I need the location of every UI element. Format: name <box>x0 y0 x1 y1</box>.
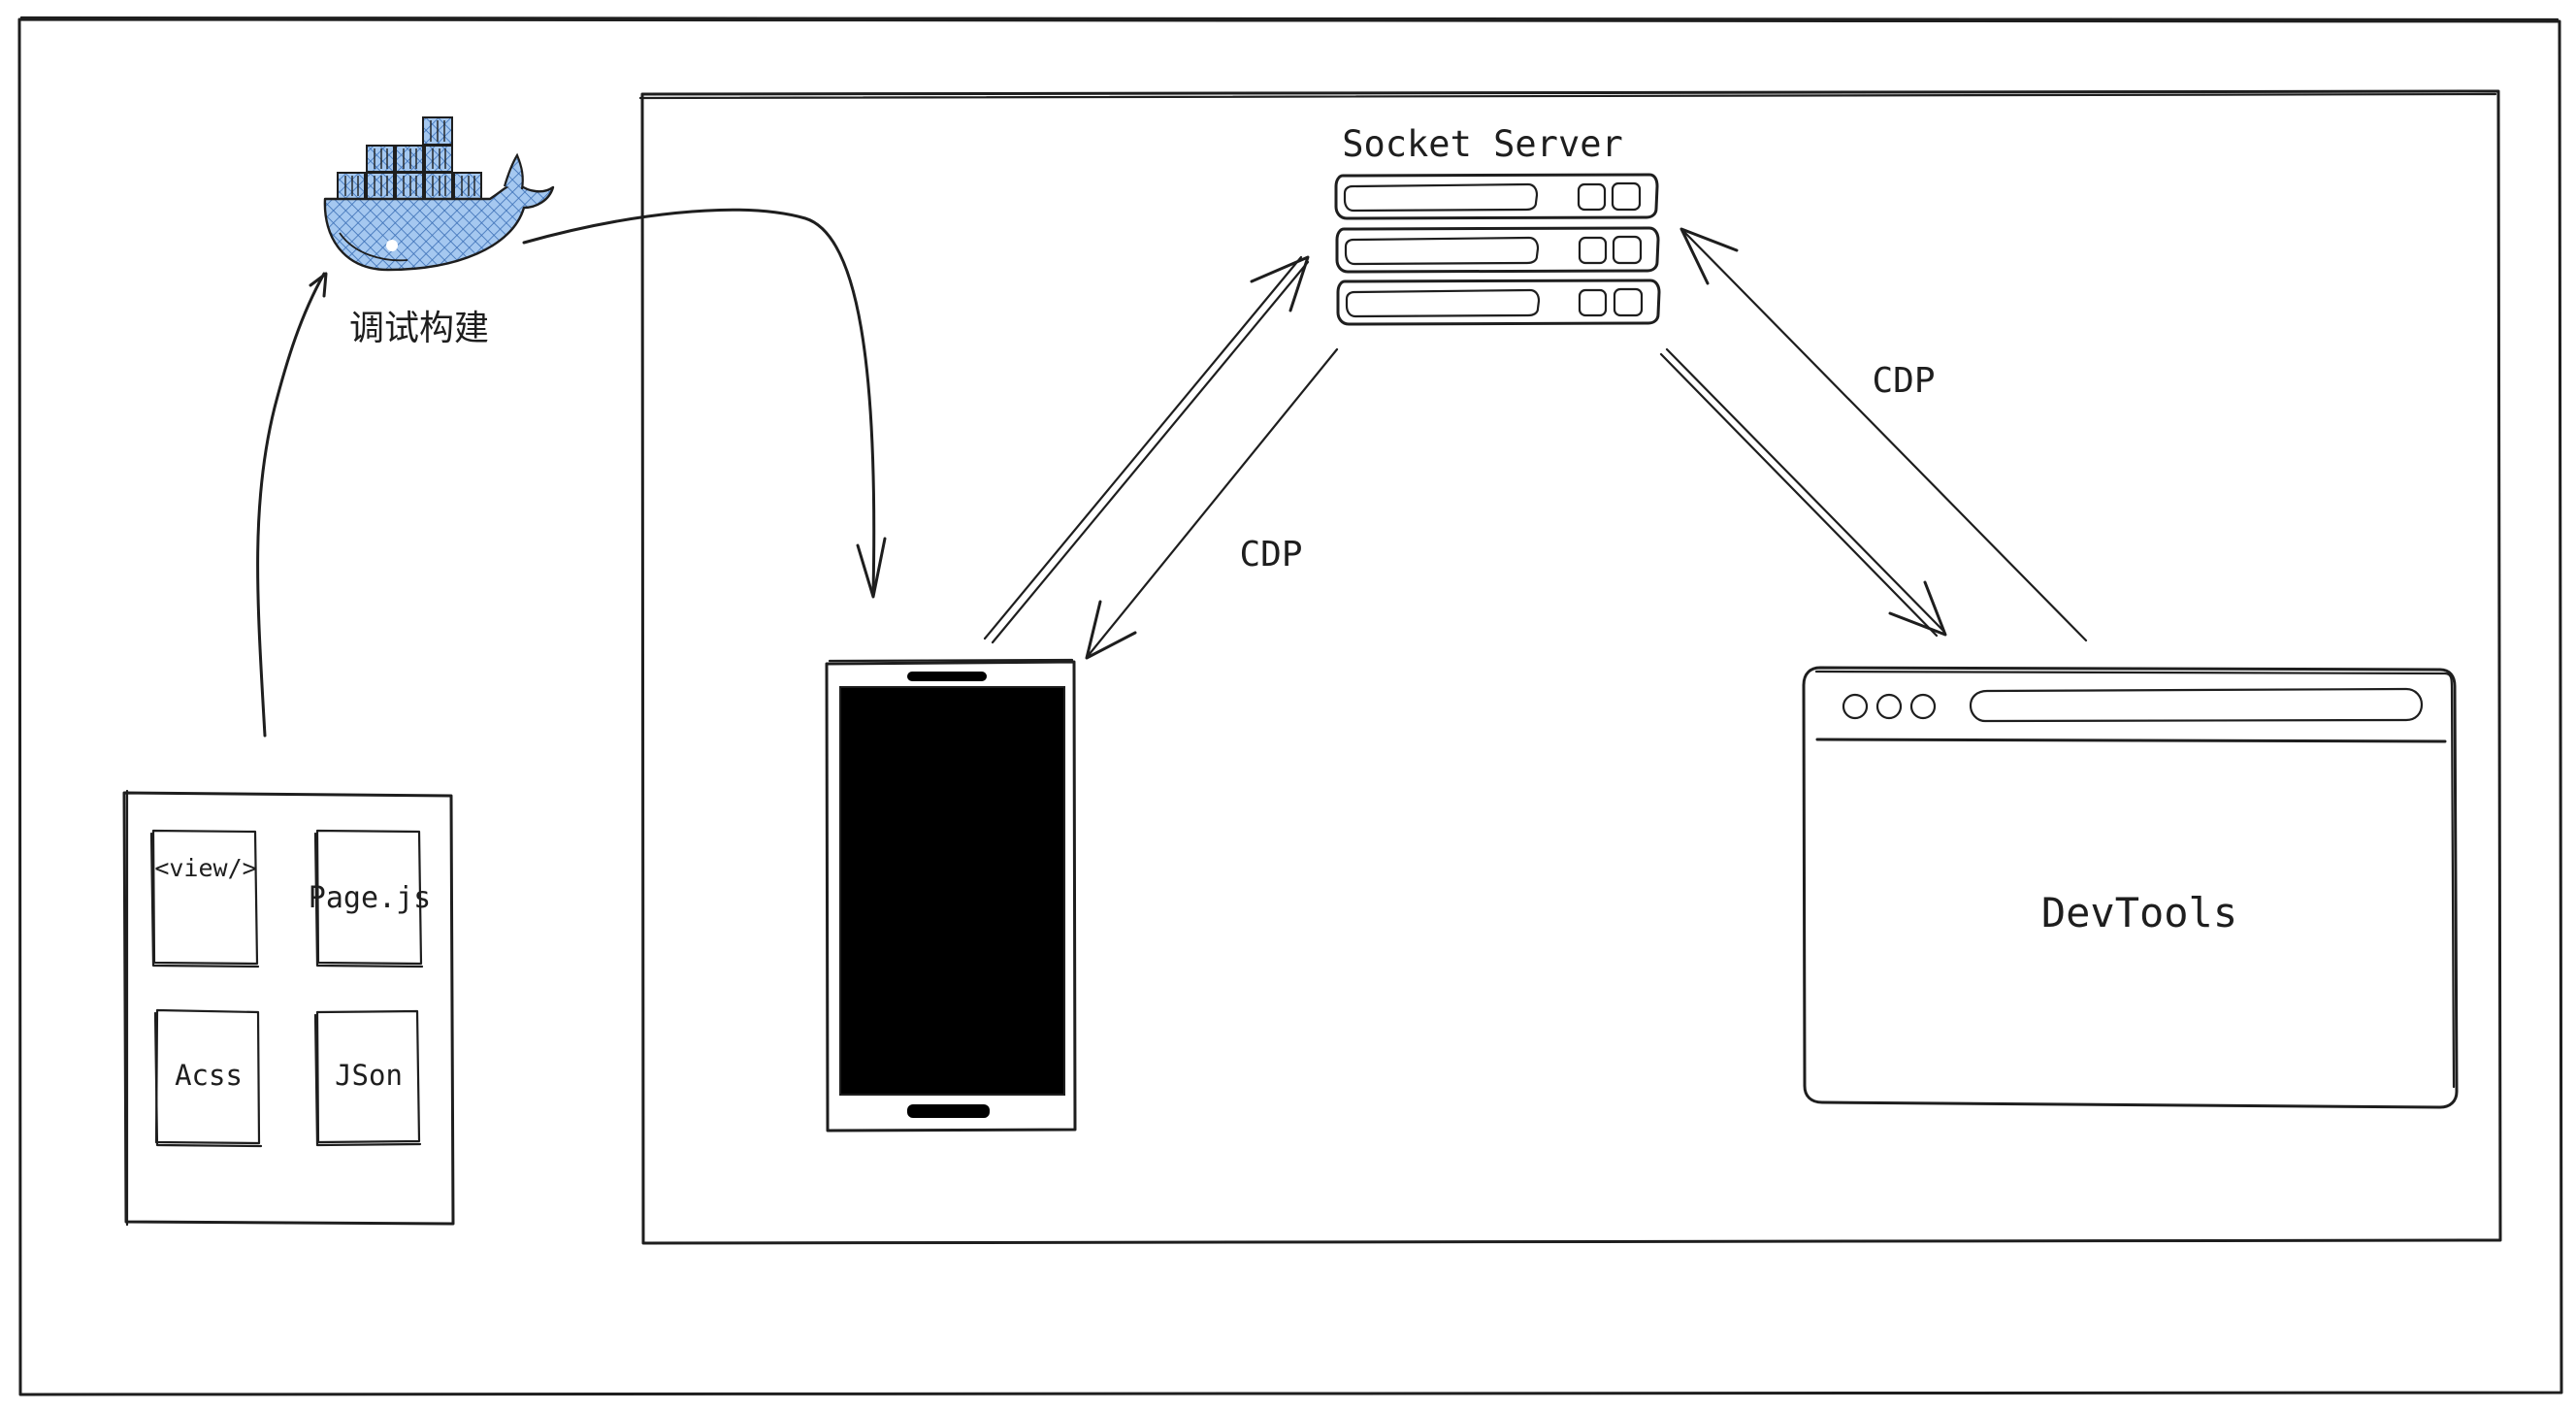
arrow-server-to-devtools <box>1659 347 1947 638</box>
phone-speaker <box>907 672 987 681</box>
arrow-phone-to-server <box>983 255 1310 644</box>
outer-frame <box>17 16 2563 1396</box>
browser-window-icon <box>1802 666 2459 1109</box>
file-json: JSon <box>313 1009 422 1147</box>
arrow-devtools-to-server <box>1679 227 2088 642</box>
socket-server-label: Socket Server <box>1342 123 1623 165</box>
file-pagejs: Page.js <box>309 829 431 968</box>
phone-screen <box>839 686 1065 1096</box>
mobile-phone-icon <box>825 658 1077 1132</box>
cdp-label-devtools: CDP <box>1872 361 1935 401</box>
window-dot-2 <box>1875 693 1903 720</box>
file-label-json: JSon <box>335 1059 403 1092</box>
runtime-container <box>638 89 2502 1245</box>
docker-whale-icon <box>323 116 555 272</box>
file-view: <view/> <box>149 829 260 968</box>
server-rack-icon <box>1334 173 1661 326</box>
file-label-view: <view/> <box>154 854 256 882</box>
address-bar <box>1969 687 2424 723</box>
server-unit-3 <box>1336 279 1661 326</box>
server-unit-1 <box>1334 173 1659 220</box>
arrow-server-to-phone <box>1085 347 1339 660</box>
file-label-acss: Acss <box>175 1059 243 1092</box>
file-acss: Acss <box>153 1008 263 1148</box>
window-dot-3 <box>1909 693 1937 720</box>
cdp-label-phone: CDP <box>1239 535 1302 574</box>
server-unit-2 <box>1335 226 1660 274</box>
arrow-files-to-build <box>256 272 328 738</box>
devtools-label: DevTools <box>2041 889 2237 936</box>
window-dot-1 <box>1842 693 1869 720</box>
file-label-pagejs: Page.js <box>309 881 431 915</box>
source-files-card: <view/> Page.js Acss JSon <box>122 789 455 1227</box>
phone-home-bar <box>907 1104 990 1118</box>
arrow-build-to-phone <box>522 208 887 599</box>
debug-build-label: 调试构建 <box>349 309 489 348</box>
